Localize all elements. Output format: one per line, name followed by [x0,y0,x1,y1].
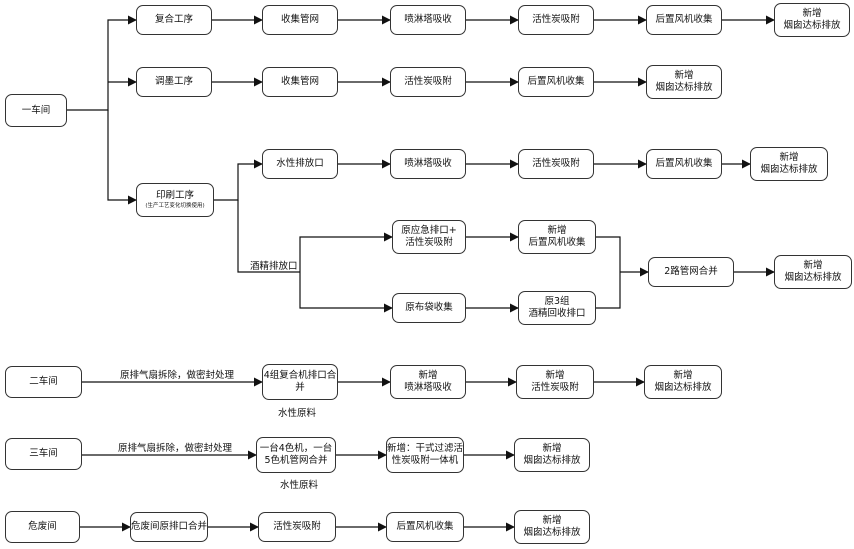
node-workshop-3: 三车间 [5,438,82,470]
label-alcohol-outlet: 酒精排放口 [250,261,298,272]
node-ink-stack: 新增烟囱达标排放 [646,65,722,99]
node-workshop-2: 二车间 [5,366,82,398]
node-compound-process: 复合工序 [136,5,212,35]
node-hazard-outlet-merge: 危废间原排口合并 [130,512,208,542]
node-ws3-stack: 新增烟囱达标排放 [514,438,590,472]
node-ws3-filter-carbon: 新增：干式过滤活性炭吸附一体机 [386,437,464,473]
node-emergency-outlet-carbon: 原应急排口+活性炭吸附 [392,220,466,254]
node-two-pipe-merge: 2路管网合并 [648,257,734,287]
node-ws2-stack: 新增烟囱达标排放 [644,365,722,399]
node-ws2-merge: 4组复合机排口合并 [262,364,338,400]
label-ws2-material: 水性原料 [278,408,317,419]
node-ws2-activated-carbon: 新增活性炭吸附 [516,365,594,399]
node-water-rear-fan: 后置风机收集 [646,149,722,179]
node-ink-rear-fan: 后置风机收集 [518,67,594,97]
node-ws2-spray-tower: 新增喷淋塔吸收 [390,365,466,399]
node-workshop-1: 一车间 [5,94,67,127]
node-hazardous-waste-room: 危废间 [5,511,80,543]
node-print-process: 印刷工序(生产工艺变化切换使用) [136,183,214,217]
node-compound-rear-fan: 后置风机收集 [646,5,722,35]
node-compound-spray-tower: 喷淋塔吸收 [390,5,466,35]
node-hazard-stack: 新增烟囱达标排放 [514,510,590,544]
label-ws3-fan-removed: 原排气扇拆除，做密封处理 [118,443,233,454]
node-bag-collection: 原布袋收集 [392,293,466,323]
node-water-activated-carbon: 活性炭吸附 [518,149,594,179]
node-ink-activated-carbon: 活性炭吸附 [390,67,466,97]
label-ws2-fan-removed: 原排气扇拆除，做密封处理 [120,370,235,381]
node-compound-stack: 新增烟囱达标排放 [774,3,850,37]
node-ink-collection-pipe: 收集管网 [262,67,338,97]
node-alcohol-recovery-outlet: 原3组酒精回收排口 [518,291,596,325]
node-compound-activated-carbon: 活性炭吸附 [518,5,594,35]
node-hazard-activated-carbon: 活性炭吸附 [258,512,336,542]
label-ws3-material: 水性原料 [280,480,319,491]
node-compound-collection-pipe: 收集管网 [262,5,338,35]
node-water-stack: 新增烟囱达标排放 [750,147,828,181]
node-water-outlet: 水性排放口 [262,149,338,179]
node-hazard-rear-fan: 后置风机收集 [386,512,464,542]
node-emergency-rear-fan: 新增后置风机收集 [518,220,596,254]
node-merge-stack: 新增烟囱达标排放 [774,255,852,289]
node-water-spray-tower: 喷淋塔吸收 [390,149,466,179]
node-ink-process: 调墨工序 [136,67,212,97]
